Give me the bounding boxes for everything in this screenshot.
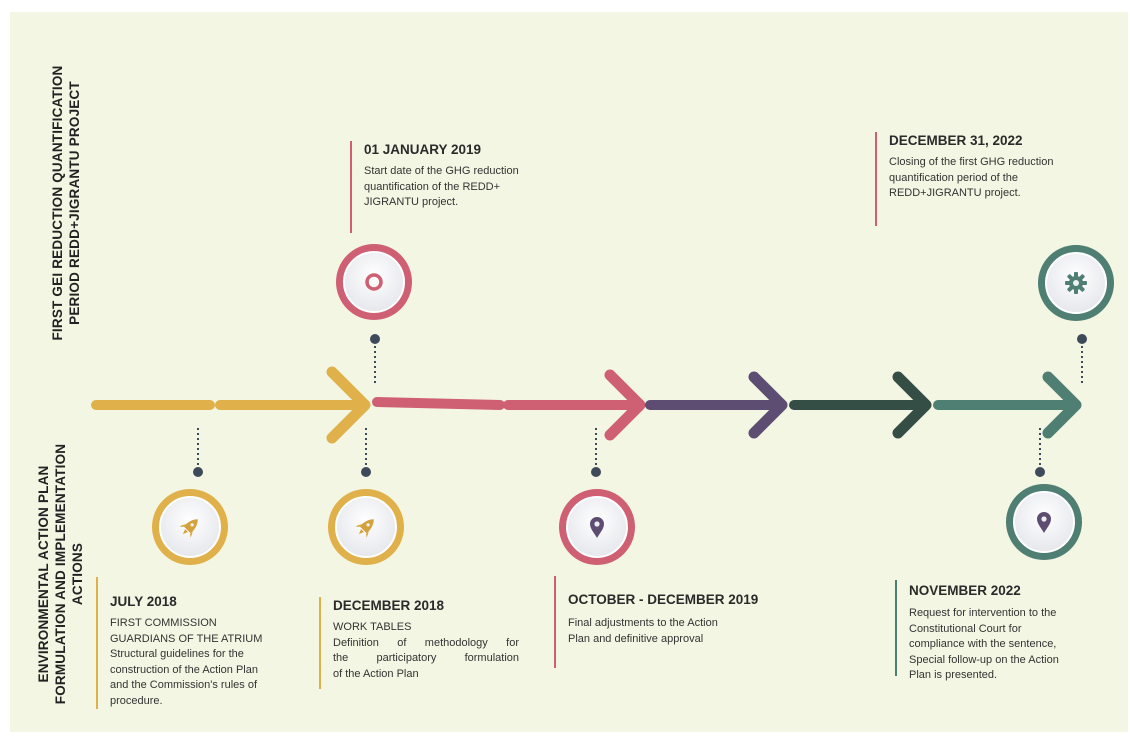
- event-dec-2018: DECEMBER 2018 WORK TABLES Definition of …: [319, 597, 543, 689]
- event-accent-bar: [895, 580, 897, 676]
- event-desc-line: Structural guidelines for the: [110, 648, 244, 660]
- event-date: NOVEMBER 2022: [909, 583, 1021, 598]
- diagram-panel: [10, 12, 1128, 732]
- event-desc-line: Plan is presented.: [909, 669, 998, 681]
- event-accent-bar: [875, 132, 877, 226]
- event-desc-line: and the Commission's rules of: [110, 679, 257, 691]
- gear-icon: [1065, 272, 1087, 294]
- event-desc-line: construction of the Action Plan: [110, 663, 258, 676]
- arrowhead-dark-green: [892, 371, 932, 439]
- event-desc-line: the participatory formulation: [333, 652, 519, 664]
- event-jul-2018: JULY 2018 FIRST COMMISSION GUARDIANS OF …: [96, 577, 320, 709]
- event-description: WORK TABLES Definition of methodology fo…: [333, 620, 543, 682]
- connectors: [197, 346, 1083, 466]
- milestone-icon-oct-dec-2019: [559, 489, 635, 565]
- arrowhead-rose: [604, 369, 646, 441]
- event-desc-line: Special follow-up on the Action: [909, 653, 1059, 666]
- event-desc-line: JIGRANTU project.: [364, 196, 459, 208]
- timeline-arrow: [91, 366, 1082, 444]
- event-desc-line: quantification of the REDD+: [364, 180, 501, 193]
- event-desc-line: Definition of methodology for: [333, 636, 519, 649]
- event-desc-line: Closing of the first GHG reduction: [889, 156, 1054, 168]
- circle-ring-icon: [365, 273, 383, 291]
- event-desc-line: procedure.: [110, 694, 163, 707]
- arrowhead-purple: [748, 371, 788, 439]
- event-desc-line: compliance with the sentence,: [909, 638, 1057, 650]
- event-date: DECEMBER 2018: [333, 598, 445, 613]
- milestone-icon-jul-2018: [152, 489, 228, 565]
- event-desc-line: Request for intervention to the: [909, 607, 1057, 619]
- event-desc-line: GUARDIANS OF THE ATRIUM: [110, 632, 263, 645]
- connector-dot: [370, 334, 380, 344]
- event-accent-bar: [350, 141, 352, 233]
- arrow-segment-rose-1: [372, 397, 505, 410]
- event-desc-line: Final adjustments to the Action: [568, 617, 718, 629]
- connector-dot: [1035, 467, 1045, 477]
- event-description: Closing of the first GHG reduction quant…: [889, 155, 1119, 202]
- event-date: JULY 2018: [110, 594, 177, 609]
- event-nov-2022: NOVEMBER 2022 Request for intervention t…: [895, 580, 1129, 681]
- event-dec-2022: DECEMBER 31, 2022 Closing of the first G…: [875, 132, 1119, 226]
- event-description: Start date of the GHG reduction quantifi…: [364, 164, 594, 211]
- connector-dot: [361, 467, 371, 477]
- event-oct-dec-2019: OCTOBER - DECEMBER 2019 Final adjustment…: [554, 576, 808, 668]
- milestone-icon-dec-2018: [328, 489, 404, 565]
- event-desc-line: quantification period of the: [889, 171, 1019, 184]
- event-accent-bar: [96, 577, 98, 709]
- event-desc-line: FIRST COMMISSION: [110, 617, 217, 629]
- event-accent-bar: [319, 597, 321, 689]
- event-desc-line: Constitutional Court for: [909, 622, 1022, 635]
- milestone-icon-nov-2022: [1006, 484, 1082, 560]
- connector-dot: [193, 467, 203, 477]
- event-accent-bar: [554, 576, 556, 668]
- event-desc-line: WORK TABLES: [333, 621, 412, 633]
- event-desc-line: Start date of the GHG reduction: [364, 165, 519, 177]
- event-desc-line: of the Action Plan: [333, 667, 419, 680]
- event-desc-line: REDD+JIGRANTU project.: [889, 187, 1021, 199]
- event-description: Final adjustments to the Action Plan and…: [568, 616, 808, 647]
- milestone-icon-dec-2022: [1038, 245, 1114, 321]
- connector-dot: [591, 467, 601, 477]
- event-jan-2019: 01 JANUARY 2019 Start date of the GHG re…: [350, 141, 594, 233]
- milestone-icon-jan-2019: [336, 244, 412, 320]
- map-pin-icon: [590, 517, 604, 538]
- connector-dot: [1077, 334, 1087, 344]
- event-date: DECEMBER 31, 2022: [889, 133, 1023, 148]
- event-desc-justified: Definition of methodology for the partic…: [333, 636, 519, 667]
- arrowhead-mustard: [326, 366, 371, 444]
- event-date: OCTOBER - DECEMBER 2019: [568, 592, 759, 607]
- event-description: FIRST COMMISSION GUARDIANS OF THE ATRIUM…: [110, 616, 320, 709]
- connector-dots: [193, 334, 1087, 477]
- event-description: Request for intervention to the Constitu…: [909, 606, 1129, 684]
- event-desc-line: Plan and definitive approval: [568, 632, 704, 645]
- map-pin-icon: [1037, 512, 1051, 533]
- arrowhead-teal: [1042, 371, 1082, 439]
- event-date: 01 JANUARY 2019: [364, 142, 482, 157]
